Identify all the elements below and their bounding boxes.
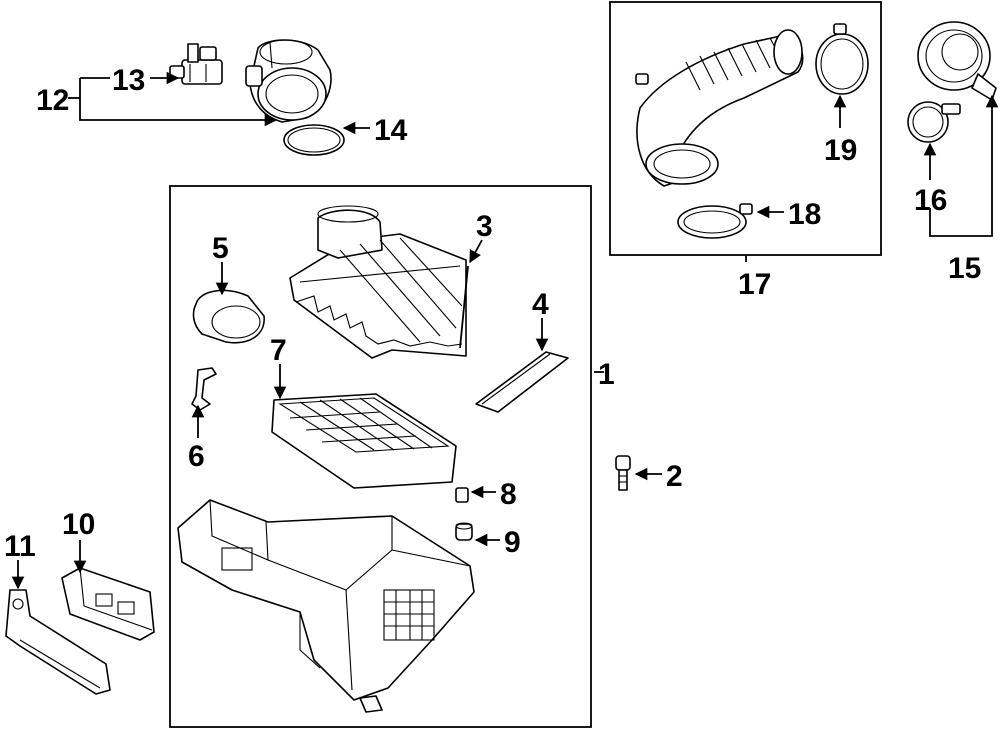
callout-1: 1	[598, 358, 615, 391]
callout-10: 10	[62, 508, 95, 541]
part-7-filter	[271, 393, 457, 489]
callout-7: 7	[270, 334, 287, 367]
callout-17: 17	[738, 268, 771, 301]
callout-15: 15	[948, 252, 981, 285]
callout-14: 14	[374, 114, 408, 147]
assembly-1-frame	[169, 185, 592, 728]
part-9-grommet	[455, 522, 473, 541]
callout-2: 2	[666, 460, 683, 493]
part-14-gasket	[283, 124, 345, 156]
part-1-lower-housing	[177, 499, 475, 713]
callout-4: 4	[532, 288, 549, 321]
part-19-clamp	[815, 23, 869, 95]
callout-5: 5	[212, 232, 229, 265]
callout-9: 9	[504, 526, 521, 559]
callout-12: 12	[36, 84, 69, 117]
callout-18: 18	[788, 198, 821, 231]
part-2-bolt	[615, 455, 631, 491]
callout-11: 11	[4, 530, 36, 563]
part-10-module	[61, 567, 155, 641]
assembly-17-frame	[609, 1, 882, 256]
part-5-duct	[192, 289, 265, 344]
part-17-intake-hose	[635, 29, 804, 187]
part-12-maf-housing	[245, 39, 332, 123]
part-15-duct	[917, 21, 997, 101]
part-11-rail	[5, 589, 111, 695]
part-8-clip	[455, 487, 469, 503]
part-16-clamp	[907, 101, 961, 143]
callout-19: 19	[824, 134, 857, 167]
callout-3: 3	[476, 210, 493, 243]
leader-lines	[11, 71, 999, 590]
part-3-upper-cover	[289, 205, 467, 359]
part-4-foam-strip	[475, 351, 569, 413]
callout-6: 6	[188, 440, 205, 473]
part-6-bracket	[191, 367, 217, 411]
part-18-clamp	[677, 203, 753, 239]
callout-16: 16	[914, 184, 947, 217]
callout-8: 8	[500, 478, 517, 511]
callout-13: 13	[112, 64, 145, 97]
part-13-sensor	[169, 43, 223, 85]
